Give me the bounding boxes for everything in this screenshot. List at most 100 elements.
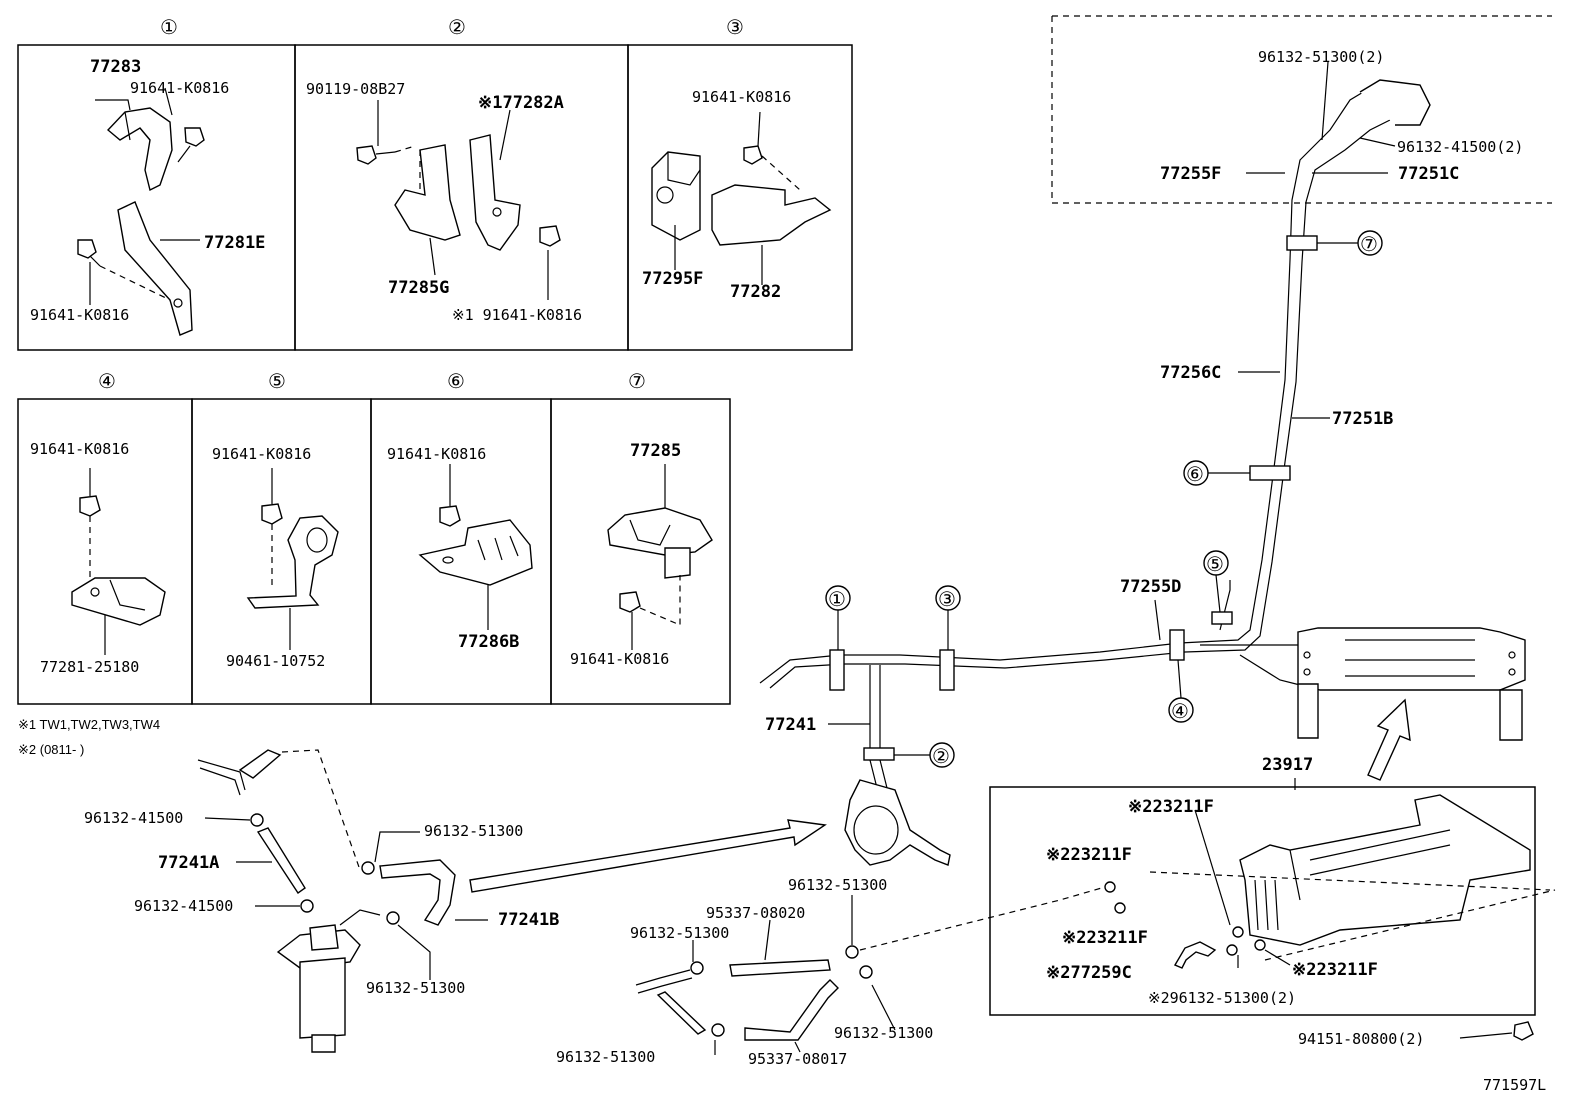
flow-arrow [469, 819, 827, 893]
filler-region-outline [1051, 15, 1552, 204]
label-90461-10752: 90461-10752 [226, 652, 325, 670]
callout-1: ① [160, 15, 178, 39]
nut-drawing [1104, 881, 1116, 893]
callout-5-marker: ⑤ [1203, 550, 1229, 613]
callout-5: ⑤ [268, 369, 286, 393]
label-77282a: ※177282A [478, 93, 564, 113]
label-77282: 77282 [730, 282, 781, 302]
hose-clamp-drawing [300, 899, 314, 913]
label-96132-51300: 96132-51300 [366, 979, 465, 997]
bolt-drawing [356, 145, 416, 165]
label-96132-51300-2: 96132-51300(2) [1258, 48, 1384, 66]
bolt-drawing [1513, 1021, 1534, 1041]
clamp-5-marker [1211, 611, 1233, 625]
svg-text:⑦: ⑦ [1360, 232, 1378, 256]
label-94151-80800-2: 94151-80800(2) [1298, 1030, 1424, 1048]
bolt-drawing [77, 239, 171, 301]
nut-drawing [1232, 926, 1244, 938]
label-77259c: ※277259C [1046, 963, 1132, 983]
clamp-77295f-drawing [651, 151, 701, 241]
hose-clamp-drawing [250, 813, 264, 827]
label-77281-25180: 77281-25180 [40, 658, 139, 676]
label-95337-08020: 95337-08020 [706, 904, 805, 922]
label-77285: 77285 [630, 441, 681, 461]
pipe-end-drawing [635, 969, 707, 1035]
detail-frame [989, 786, 1536, 1016]
callout-3-marker: ③ [935, 585, 961, 650]
label-91641-k0816: 91641-K0816 [30, 440, 129, 458]
label-77241a: 77241A [158, 853, 219, 873]
bolt-drawing [619, 575, 681, 626]
panel-7-frame [550, 398, 731, 705]
filler-neck-drawing [1359, 79, 1431, 126]
bolt-drawing [79, 468, 101, 580]
label-23211f: ※223211F [1292, 960, 1378, 980]
clamp-2-marker [863, 747, 895, 761]
canister-assembly-drawing [1239, 794, 1531, 946]
label-91641-k0816: 91641-K0816 [387, 445, 486, 463]
bracket-77282a-drawing [469, 134, 521, 251]
label-77251c: 77251C [1398, 164, 1459, 184]
label-96132-51300: 96132-51300 [424, 822, 523, 840]
label-96132-51300: 96132-51300 [556, 1048, 655, 1066]
clamp-3-marker [939, 649, 955, 691]
svg-text:②: ② [932, 744, 950, 768]
bracket-77281e-drawing [117, 201, 193, 336]
label-96132-51300-2: ※296132-51300(2) [1148, 989, 1296, 1007]
callout-1-marker: ① [825, 585, 851, 650]
label-96132-51300: 96132-51300 [630, 924, 729, 942]
clamp-4-marker [1169, 629, 1185, 661]
hose-77259c-drawing [1173, 941, 1217, 969]
label-77255d: 77255D [1120, 577, 1181, 597]
hose-77241b-drawing [379, 859, 456, 926]
hose-95337-08020-drawing [729, 959, 831, 977]
clamp-1-marker [829, 649, 845, 691]
hose-clamp-drawing [690, 961, 704, 975]
clamp-77281-drawing [71, 577, 166, 626]
callout-7-marker: ⑦ [1317, 230, 1383, 256]
clip-drawing [1226, 944, 1238, 956]
pipe-end-drawing [197, 749, 282, 796]
label-91641-k0816: 91641-K0816 [692, 88, 791, 106]
label-96132-51300: 96132-51300 [788, 876, 887, 894]
callout-6: ⑥ [447, 369, 465, 393]
note-2: ※2 (0811- ) [18, 742, 84, 757]
label-95337-08017: 95337-08017 [748, 1050, 847, 1068]
label-96132-51300: 96132-51300 [834, 1024, 933, 1042]
label-91641-k0816: ※1 91641-K0816 [452, 306, 582, 324]
callout-4-marker: ④ [1168, 659, 1194, 723]
callout-2-marker: ② [894, 742, 955, 768]
bolt-drawing [743, 145, 801, 191]
label-77283: 77283 [90, 57, 141, 77]
bolt-drawing [439, 464, 461, 527]
callout-7: ⑦ [628, 369, 646, 393]
label-77286b: 77286B [458, 632, 519, 652]
fuel-filter-drawing [276, 924, 361, 1053]
bolt-drawing [261, 468, 283, 590]
label-23211f: ※223211F [1046, 845, 1132, 865]
label-77241b: 77241B [498, 910, 559, 930]
clamp-77285g-drawing [394, 144, 461, 241]
direction-arrow [1367, 698, 1411, 781]
diagram-reference-code: 771597L [1483, 1076, 1546, 1094]
hose-bundle-drawing [844, 779, 951, 866]
clamp-77285-drawing [607, 507, 713, 579]
label-96132-41500: 96132-41500 [84, 809, 183, 827]
bolt-drawing [539, 225, 561, 247]
hose-clamp-drawing [386, 911, 400, 925]
label-77241: 77241 [765, 715, 816, 735]
svg-text:⑤: ⑤ [1206, 552, 1224, 576]
label-91641-k0816: 91641-K0816 [570, 650, 669, 668]
hose-77241a-drawing [256, 827, 306, 894]
note-1: ※1 TW1,TW2,TW3,TW4 [18, 717, 160, 732]
callout-6-marker: ⑥ [1183, 460, 1250, 486]
svg-text:④: ④ [1171, 699, 1189, 723]
callout-2: ② [448, 15, 466, 39]
label-23917: 23917 [1262, 755, 1313, 775]
svg-text:③: ③ [938, 587, 956, 611]
clamp-77283-drawing [106, 107, 173, 192]
label-96132-41500-2: 96132-41500(2) [1397, 138, 1523, 156]
label-77295f: 77295F [642, 269, 703, 289]
hose-clamp-drawing [711, 1023, 725, 1037]
canister-bracket-23917-drawing [1297, 627, 1526, 741]
